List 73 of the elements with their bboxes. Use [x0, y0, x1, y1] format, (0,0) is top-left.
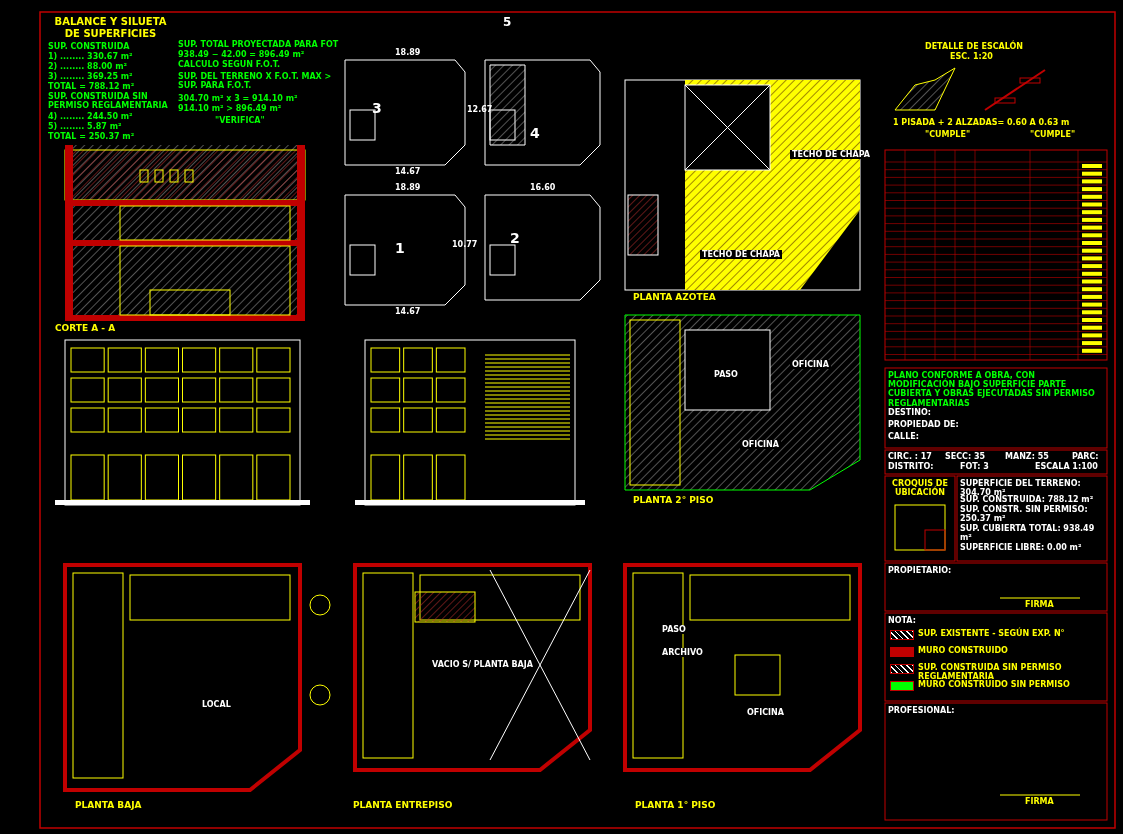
drawing-title: DETALLE DE ESCALÓN [925, 42, 1024, 52]
area-value: 5) ........ 5.87 m² [48, 122, 122, 132]
note-heading: NOTA: [888, 616, 916, 626]
dimension-text: 14.67 [395, 307, 421, 317]
form-field-label: SECC: 35 [945, 452, 986, 462]
note-text: 1 PISADA + 2 ALZADAS= 0.60 A 0.63 m [893, 118, 1070, 128]
note-text: SUP. CONSTRUIDA [48, 42, 130, 52]
dimension-text: 14.67 [395, 167, 421, 177]
calculation-text: 304.70 m² x 3 = 914.10 m² [178, 94, 298, 104]
note-text: "CUMPLE" [925, 130, 971, 140]
sheet-heading: BALANCE Y SILUETA DE SUPERFICIES [53, 16, 168, 39]
area-value: 1) ........ 330.67 m² [48, 52, 133, 62]
form-field-label: PROFESIONAL: [888, 706, 955, 716]
room-label: OFICINA [745, 708, 786, 718]
form-field-label: DESTINO: [888, 408, 931, 418]
plan-number: 1 [395, 240, 405, 257]
plan-number: 3 [372, 100, 382, 117]
form-field-label: FOT: 3 [960, 462, 989, 472]
form-field-label: CALLE: [888, 432, 919, 442]
room-label: TECHO DE CHAPA [700, 250, 783, 260]
room-label: TECHO DE CHAPA [790, 150, 873, 160]
note-text: SUP. TOTAL PROYECTADA PARA FOT [178, 40, 339, 50]
room-label: OFICINA [740, 440, 781, 450]
area-value: TOTAL = 250.37 m² [48, 132, 135, 142]
room-label: PASO [712, 370, 740, 380]
legend-label: SUP. EXISTENTE - SEGÚN EXP. N° [918, 629, 1066, 639]
area-value: 3) ........ 369.25 m² [48, 72, 133, 82]
dimension-text: 12.67 [467, 105, 493, 115]
dimension-text: 18.89 [395, 183, 421, 193]
area-value: SUP. CONSTR. SIN PERMISO: 250.37 m² [960, 505, 1089, 524]
area-value: 2) ........ 88.00 m² [48, 62, 128, 72]
legend-label: MURO CONSTRUIDO [918, 646, 1009, 656]
scale-note: ESC. 1:20 [950, 52, 993, 62]
drawing-title: CORTE A - A [55, 323, 116, 334]
room-label: PASO [660, 625, 688, 635]
room-label: VACIO S/ PLANTA BAJA [430, 660, 535, 670]
form-field-label: PROPIETARIO: [888, 566, 952, 576]
note-text: "CUMPLE" [1030, 130, 1076, 140]
dimension-text: 16.60 [530, 183, 556, 193]
room-label: ARCHIVO [660, 648, 705, 658]
dimension-text: 10.77 [452, 240, 478, 250]
area-value: SUPERFICIE LIBRE: 0.00 m² [960, 543, 1083, 553]
plan-number: 2 [510, 230, 520, 247]
calculation-text: 914.10 m² > 896.49 m² [178, 104, 282, 114]
plan-number: 4 [530, 125, 540, 142]
room-label: LOCAL [200, 700, 233, 710]
signature-caption: FIRMA [1025, 600, 1054, 610]
drawing-title: PLANTA BAJA [75, 800, 142, 811]
drawing-title: PLANTA 2° PISO [633, 495, 714, 506]
signature-caption: FIRMA [1025, 797, 1054, 807]
sheet-number: 5 [503, 16, 512, 30]
note-text: SUP. DEL TERRENO X F.O.T. MAX > SUP. PARA F.O.T. [178, 72, 333, 91]
area-value: SUP. CUBIERTA TOTAL: 938.49 m² [960, 524, 1096, 543]
room-label: OFICINA [790, 360, 831, 370]
form-field-label: PARC: [1072, 452, 1099, 462]
area-value: TOTAL = 788.12 m² [48, 82, 135, 92]
note-text: "VERIFICA" [215, 116, 265, 126]
form-field-label: MANZ: 55 [1005, 452, 1049, 462]
area-value: 4) ........ 244.50 m² [48, 112, 133, 122]
drawing-title: PLANTA ENTREPISO [353, 800, 453, 811]
dimension-text: 18.89 [395, 48, 421, 58]
note-text: SUP. CONSTRUIDA SIN PERMISO REGLAMENTARIA [48, 92, 169, 111]
form-field-label: DISTRITO: [888, 462, 934, 472]
legend-label: MURO CONSTRUIDO SIN PERMISO [918, 680, 1071, 690]
drawing-title: PLANTA AZOTEA [633, 292, 716, 303]
calculation-text: 938.49 − 42.00 = 896.49 m² [178, 50, 305, 60]
form-field-label: PROPIEDAD DE: [888, 420, 959, 430]
form-field-label: CIRC. : 17 [888, 452, 932, 462]
drawing-title: CROQUIS DE UBICACIÓN [891, 479, 949, 498]
drawing-title: PLANTA 1° PISO [635, 800, 716, 811]
form-field-label: ESCALA 1:100 [1035, 462, 1098, 472]
plan-title: PLANO CONFORME A OBRA, CON MODIFICACIÓN BAJO SUPERFICIE PARTE CUBIERTA Y OBRAS EJECUTADAS SIN PERMISO REGLAMENTARIAS [888, 371, 1096, 408]
note-text: CALCULO SEGUN F.O.T. [178, 60, 280, 70]
